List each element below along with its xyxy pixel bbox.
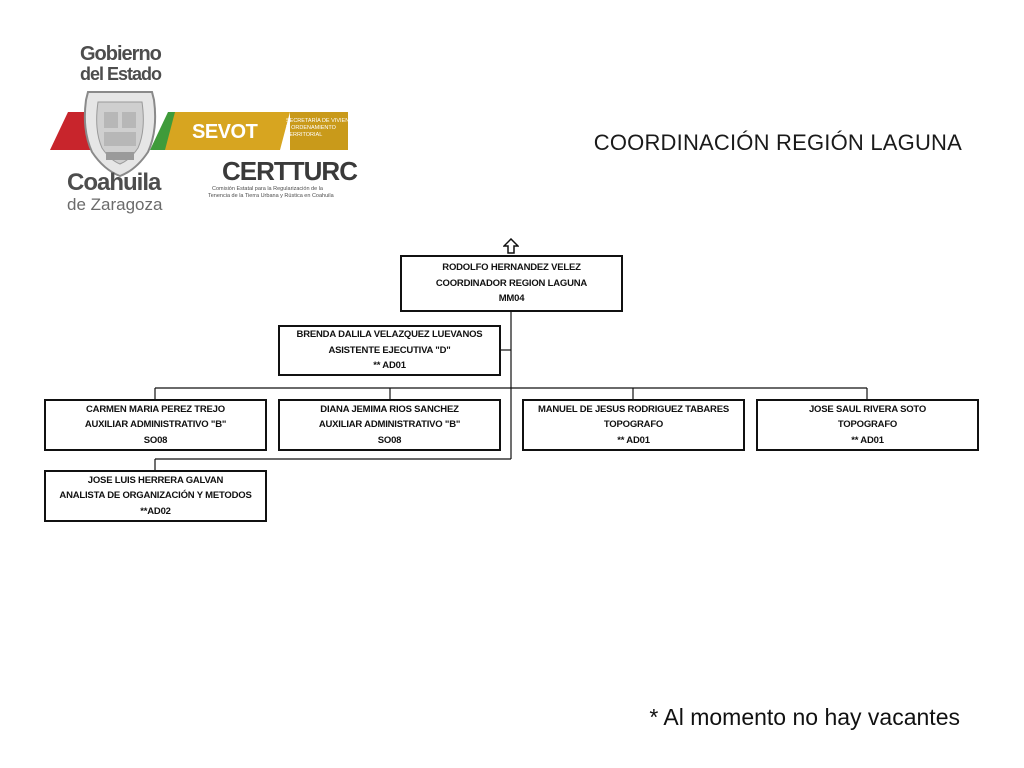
node-name: JOSE SAUL RIVERA SOTO xyxy=(808,403,927,415)
gobierno-text: Gobierno xyxy=(80,43,162,65)
node-code: SO08 xyxy=(377,434,402,446)
sevot-badge xyxy=(165,112,290,150)
org-node-assistant[interactable]: BRENDA DALILA VELAZQUEZ LUEVANOS ASISTEN… xyxy=(278,325,501,376)
sevot-desc-1: SECRETARÍA DE VIVIENDA xyxy=(286,117,357,124)
node-name: JOSE LUIS HERRERA GALVAN xyxy=(87,474,224,486)
org-node-coordinator[interactable]: RODOLFO HERNANDEZ VELEZ COORDINADOR REGI… xyxy=(400,255,623,312)
coahuila-text: Coahuila xyxy=(67,169,162,196)
node-code: ** AD01 xyxy=(373,360,406,372)
sevot-desc-3: TERRITORIAL xyxy=(286,132,322,138)
node-position: AUXILIAR ADMINISTRATIVO "B" xyxy=(318,419,461,431)
node-name: CARMEN MARIA PEREZ TREJO xyxy=(86,403,225,415)
page-title: COORDINACIÓN REGIÓN LAGUNA xyxy=(593,130,962,155)
org-node-analyst[interactable]: JOSE LUIS HERRERA GALVAN ANALISTA DE ORG… xyxy=(44,470,267,522)
coat-of-arms-icon xyxy=(83,91,157,178)
certturc-desc-2: Tenencia de la Tierra Urbana y Rústica e… xyxy=(208,193,335,199)
node-name: DIANA JEMIMA RIOS SANCHEZ xyxy=(320,403,459,415)
certturc-text: CERTTURC xyxy=(222,156,358,186)
org-node-staff-2[interactable]: DIANA JEMIMA RIOS SANCHEZ AUXILIAR ADMIN… xyxy=(278,399,501,451)
zaragoza-text: de Zaragoza xyxy=(67,195,163,214)
org-node-staff-1[interactable]: CARMEN MARIA PEREZ TREJO AUXILIAR ADMINI… xyxy=(44,399,267,451)
arrow-up-icon[interactable] xyxy=(503,238,519,254)
node-name: RODOLFO HERNANDEZ VELEZ xyxy=(442,262,581,274)
node-code: MM04 xyxy=(498,293,525,305)
sevot-text: SEVOT xyxy=(192,121,258,143)
del-estado-text: del Estado xyxy=(80,64,162,84)
node-name: BRENDA DALILA VELAZQUEZ LUEVANOS xyxy=(296,329,483,341)
node-position: COORDINADOR REGION LAGUNA xyxy=(435,277,588,289)
sevot-desc-2: Y ORDENAMIENTO xyxy=(286,125,337,131)
certturc-desc-1: Comisión Estatal para la Regularización … xyxy=(212,186,324,192)
node-position: AUXILIAR ADMINISTRATIVO "B" xyxy=(84,419,227,431)
node-position: TOPOGRAFO xyxy=(837,419,898,431)
org-node-staff-3[interactable]: MANUEL DE JESUS RODRIGUEZ TABARES TOPOGR… xyxy=(522,399,745,451)
node-position: TOPOGRAFO xyxy=(603,419,664,431)
government-logo: Gobierno del Estado Coahuila de Zaragoza… xyxy=(50,43,359,214)
node-position: ANALISTA DE ORGANIZACIÓN Y METODOS xyxy=(59,490,252,502)
node-code: ** AD01 xyxy=(851,434,884,446)
node-code: **AD02 xyxy=(140,505,171,517)
node-position: ASISTENTE EJECUTIVA "D" xyxy=(328,344,451,356)
node-code: SO08 xyxy=(143,434,168,446)
node-name: MANUEL DE JESUS RODRIGUEZ TABARES xyxy=(538,403,729,415)
sevot-desc-box xyxy=(290,112,348,150)
node-code: ** AD01 xyxy=(617,434,650,446)
org-node-staff-4[interactable]: JOSE SAUL RIVERA SOTO TOPOGRAFO ** AD01 xyxy=(756,399,979,451)
footnote: * Al momento no hay vacantes xyxy=(649,704,960,730)
